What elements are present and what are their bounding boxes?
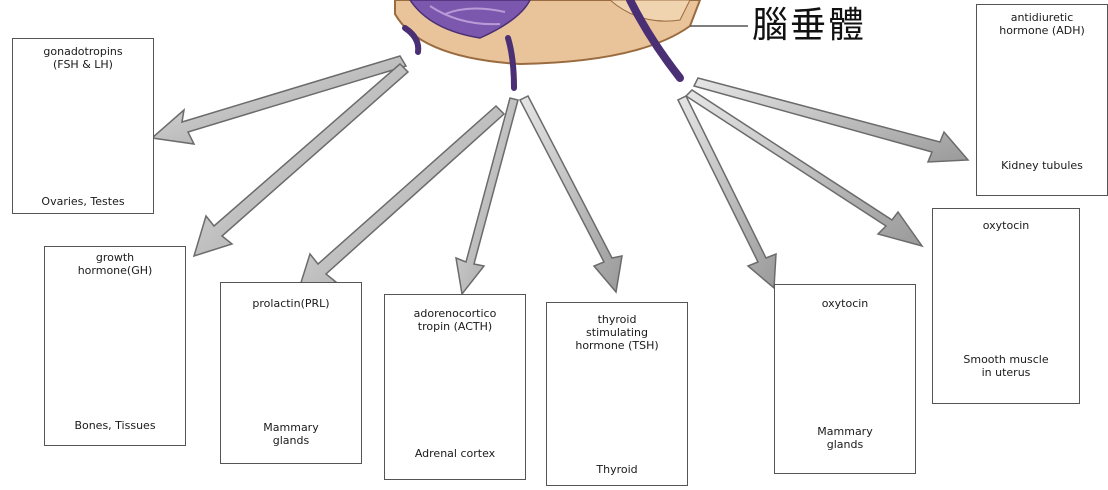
box-oxytocin-uterus: oxytocin Smooth muscle in uterus: [932, 208, 1080, 404]
target-label: Mammary glands: [775, 425, 915, 451]
hormone-label: thyroid stimulating hormone (TSH): [547, 313, 687, 352]
hormone-label: antidiuretic hormone (ADH): [977, 11, 1107, 37]
box-growth-hormone: growth hormone(GH) Bones, Tissues: [44, 246, 186, 446]
arrow-oxytocin-mammary: [678, 96, 776, 288]
hormone-label: oxytocin: [775, 297, 915, 310]
target-label: Kidney tubules: [977, 159, 1107, 172]
target-label: Smooth muscle in uterus: [933, 353, 1079, 379]
target-label: Ovaries, Testes: [13, 195, 153, 208]
hormone-label: adorenocortico tropin (ACTH): [385, 307, 525, 333]
target-label: Bones, Tissues: [45, 419, 185, 432]
hormone-label: oxytocin: [933, 219, 1079, 232]
box-tsh: thyroid stimulating hormone (TSH) Thyroi…: [546, 302, 688, 486]
hormone-label: prolactin(PRL): [221, 297, 361, 310]
box-acth: adorenocortico tropin (ACTH) Adrenal cor…: [384, 294, 526, 480]
hormone-label: growth hormone(GH): [45, 251, 185, 277]
box-prolactin: prolactin(PRL) Mammary glands: [220, 282, 362, 464]
arrows: [152, 56, 968, 294]
box-gonadotropins: gonadotropins (FSH & LH) Ovaries, Testes: [12, 38, 154, 214]
arrow-tsh: [520, 96, 622, 292]
pituitary-gland: [395, 0, 700, 88]
target-label: Mammary glands: [221, 421, 361, 447]
hormone-label: gonadotropins (FSH & LH): [13, 45, 153, 71]
pituitary-label: 腦垂體: [752, 0, 866, 48]
target-label: Thyroid: [547, 463, 687, 476]
box-adh: antidiuretic hormone (ADH) Kidney tubule…: [976, 4, 1108, 196]
target-label: Adrenal cortex: [385, 447, 525, 460]
box-oxytocin-mammary: oxytocin Mammary glands: [774, 284, 916, 474]
